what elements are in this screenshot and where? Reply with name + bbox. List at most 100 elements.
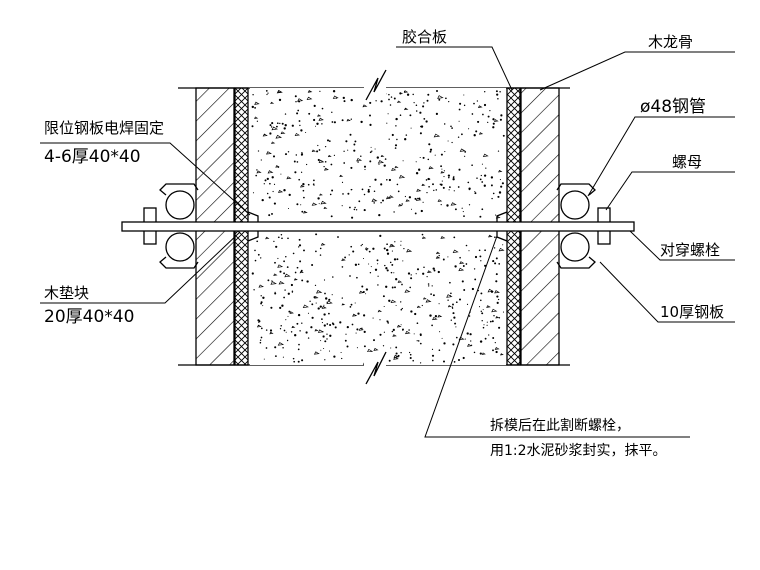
concrete-speckle: [482, 326, 485, 329]
concrete-speckle: [260, 302, 262, 305]
concrete-speckle: [284, 124, 287, 127]
concrete-speckle: [398, 174, 406, 179]
concrete-speckle: [495, 280, 498, 283]
concrete-speckle: [287, 207, 290, 210]
concrete-speckle: [302, 183, 305, 186]
concrete-speckle: [277, 342, 285, 346]
concrete-speckle: [307, 183, 310, 186]
concrete-speckle: [266, 93, 268, 96]
concrete-speckle: [419, 156, 421, 159]
concrete-speckle: [406, 93, 410, 96]
concrete-speckle: [345, 333, 347, 335]
concrete-speckle: [294, 271, 297, 274]
concrete-speckle: [334, 326, 337, 329]
concrete-speckle: [279, 270, 282, 273]
concrete-speckle: [469, 333, 472, 336]
concrete-speckle: [415, 161, 417, 163]
concrete-speckle: [258, 284, 264, 288]
concrete-speckle: [465, 263, 468, 265]
concrete-speckle: [319, 193, 323, 196]
concrete-speckle: [283, 127, 286, 130]
concrete-speckle: [360, 120, 363, 124]
concrete-speckle: [471, 164, 473, 167]
concrete-speckle: [311, 303, 314, 306]
concrete-speckle: [360, 155, 362, 158]
concrete-speckle: [425, 179, 428, 181]
concrete-speckle: [360, 244, 362, 247]
concrete-speckle: [428, 285, 430, 287]
concrete-speckle: [397, 280, 403, 283]
concrete-speckle: [271, 212, 273, 215]
concrete-speckle: [264, 179, 267, 182]
concrete-speckle: [337, 236, 339, 238]
concrete-speckle: [499, 179, 501, 181]
concrete-speckle: [492, 126, 495, 129]
concrete-speckle: [332, 276, 334, 278]
concrete-speckle: [316, 122, 319, 125]
concrete-speckle: [399, 92, 402, 95]
concrete-speckle: [432, 316, 438, 321]
concrete-speckle: [448, 176, 450, 179]
concrete-speckle: [451, 127, 453, 129]
concrete-speckle: [396, 138, 398, 141]
concrete-speckle: [395, 346, 398, 349]
concrete-speckle: [284, 273, 291, 278]
concrete-speckle: [437, 199, 443, 202]
concrete-speckle: [272, 190, 274, 193]
concrete-speckle: [275, 134, 283, 139]
concrete-speckle: [459, 256, 461, 259]
concrete-speckle: [262, 133, 268, 137]
concrete-speckle: [396, 258, 399, 261]
concrete-speckle: [321, 318, 323, 320]
concrete-speckle: [427, 158, 430, 161]
concrete-speckle: [477, 289, 480, 292]
concrete-speckle: [448, 100, 450, 103]
concrete-speckle: [427, 283, 430, 285]
concrete-speckle: [441, 337, 443, 339]
concrete-speckle: [482, 309, 484, 311]
concrete-speckle: [453, 175, 455, 177]
concrete-speckle: [392, 328, 395, 332]
concrete-speckle: [326, 139, 330, 142]
concrete-speckle: [479, 178, 482, 181]
concrete-speckle: [335, 97, 338, 99]
concrete-speckle: [425, 299, 432, 303]
concrete-speckle: [478, 132, 484, 135]
concrete-speckle: [431, 324, 433, 327]
concrete-speckle: [320, 340, 322, 342]
concrete-speckle: [313, 118, 316, 122]
concrete-speckle: [381, 199, 385, 202]
concrete-speckle: [464, 151, 467, 153]
concrete-speckle: [471, 287, 475, 291]
concrete-speckle: [433, 269, 436, 272]
concrete-speckle: [296, 203, 299, 206]
concrete-speckle: [256, 324, 262, 328]
concrete-speckle: [285, 319, 287, 321]
concrete-speckle: [438, 254, 440, 257]
concrete-speckle: [329, 323, 332, 327]
concrete-speckle: [492, 118, 495, 121]
concrete-speckle: [258, 321, 260, 323]
concrete-speckle: [393, 354, 400, 358]
concrete-speckle: [373, 202, 375, 204]
concrete-speckle: [493, 247, 496, 249]
concrete-speckle: [323, 313, 326, 316]
concrete-speckle: [452, 303, 454, 306]
concrete-speckle: [385, 196, 392, 200]
concrete-speckle: [419, 362, 422, 364]
concrete-speckle: [421, 233, 424, 236]
concrete-speckle: [321, 322, 323, 324]
concrete-speckle: [474, 190, 476, 193]
concrete-speckle: [431, 348, 434, 350]
concrete-speckle: [419, 132, 422, 135]
concrete-speckle: [313, 104, 316, 107]
concrete-speckle: [498, 191, 502, 194]
concrete-speckle: [475, 130, 478, 133]
concrete-speckle: [408, 196, 412, 199]
concrete-speckle: [324, 359, 326, 361]
concrete-speckle: [280, 233, 283, 236]
concrete-speckle: [383, 247, 386, 250]
concrete-speckle: [305, 131, 307, 134]
concrete-speckle: [452, 343, 455, 346]
concrete-speckle: [420, 125, 424, 128]
